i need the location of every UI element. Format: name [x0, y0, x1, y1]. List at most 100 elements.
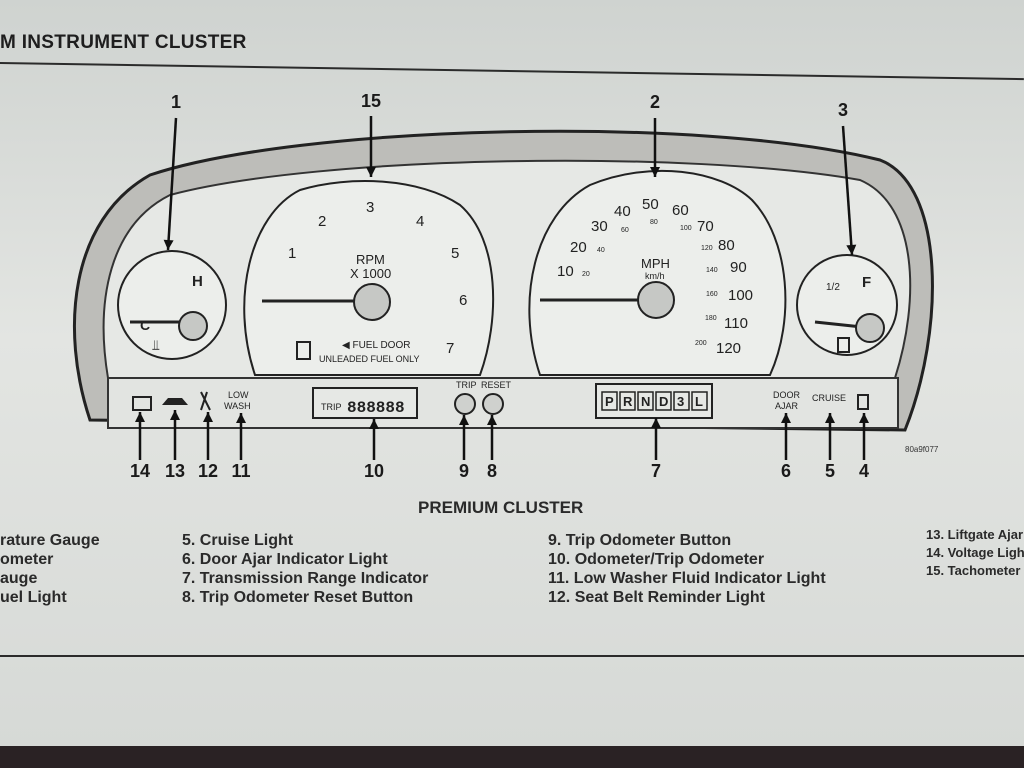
prndl-letter: D [659, 394, 668, 409]
legend-item: uel Light [0, 589, 67, 606]
legend-item: rature Gauge [0, 532, 100, 549]
callout-number: 15 [361, 91, 381, 111]
fuel-full-label: F [862, 274, 871, 291]
legend-item: ometer [0, 551, 54, 568]
legend-column-4: 13. Liftgate Ajar 14. Voltage Light 15. … [926, 526, 1024, 580]
callout-arrowhead [846, 244, 857, 255]
callout-line [841, 125, 854, 256]
callout-number: 7 [651, 461, 661, 481]
seatbelt-icon [200, 391, 211, 411]
callout-number: 10 [364, 461, 384, 481]
temp-hub [178, 311, 208, 341]
prndl-cell [601, 391, 618, 411]
mph-tick-label: 30 [591, 218, 608, 235]
callout-arrowhead [369, 419, 379, 429]
mph-tick-label: 90 [730, 259, 747, 276]
callout-arrowhead [487, 415, 497, 425]
mph-tick-label: 50 [642, 196, 659, 213]
tach-tick-label: 7 [446, 340, 454, 357]
callout-arrowhead [825, 413, 835, 423]
prndl-letter: L [695, 394, 703, 409]
reset-button [482, 393, 504, 415]
callout-number: 12 [198, 461, 218, 481]
door-ajar-line1: DOOR [773, 390, 801, 400]
liftgate-icon [162, 398, 188, 405]
kmh-tick-label: 180 [705, 315, 717, 322]
low-fuel-icon [857, 394, 869, 410]
tach-tick-label: 4 [416, 213, 424, 230]
kmh-tick-label: 200 [695, 340, 707, 347]
tach-hub [353, 283, 391, 321]
legend-item: 11. Low Washer Fluid Indicator Light [548, 570, 826, 587]
legend-column-3: 9. Trip Odometer Button 10. Odometer/Tri… [548, 531, 826, 607]
prndl-cell [619, 391, 636, 411]
callout-arrowhead [170, 410, 180, 420]
fuel-pump-icon [296, 341, 311, 360]
mph-tick-label: 60 [672, 202, 689, 219]
callout-arrowhead [203, 412, 213, 422]
temp-cold-label: C [140, 317, 150, 333]
callout-arrowhead [163, 239, 174, 250]
kmh-tick-label: 140 [706, 267, 718, 274]
odometer-digits: 888888 [347, 399, 405, 417]
legend-item: 12. Seat Belt Reminder Light [548, 589, 765, 606]
fuel-door-label: ◀ FUEL DOOR [342, 340, 410, 351]
callout-number: 4 [859, 461, 869, 481]
legend-item: 7. Transmission Range Indicator [182, 570, 429, 587]
mph-tick-label: 110 [724, 315, 748, 332]
prndl-cell [655, 391, 672, 411]
prndl-display [595, 383, 713, 419]
coolant-icon: ⫫ [152, 337, 160, 353]
mph-tick-label: 40 [614, 203, 631, 220]
battery-icon [132, 396, 152, 411]
cluster-inner-panel [102, 159, 912, 379]
callout-number: 1 [171, 92, 181, 112]
callout-number: 2 [650, 92, 660, 112]
low-wash-line2: WASH [224, 401, 251, 411]
callout-arrowhead [781, 413, 791, 423]
speed-mph-label: MPH [641, 256, 670, 271]
trip-button-label: TRIP [456, 380, 477, 390]
mph-tick-label: 20 [570, 239, 587, 256]
legend-item: 14. Voltage Light [926, 545, 1024, 560]
reset-button-label: RESET [481, 380, 512, 390]
prndl-cell [691, 391, 708, 411]
callout-number: 11 [231, 461, 250, 481]
kmh-tick-label: 100 [680, 225, 692, 232]
mph-tick-label: 120 [716, 340, 741, 357]
legend-item: 9. Trip Odometer Button [548, 532, 732, 549]
prndl-cell [637, 391, 654, 411]
callout-number: 9 [459, 461, 469, 481]
fuel-hub [855, 313, 885, 343]
legend-item: 8. Trip Odometer Reset Button [182, 589, 414, 606]
callout-arrowhead [650, 167, 660, 177]
table-edge [0, 746, 1024, 768]
fuel-note-label: UNLEADED FUEL ONLY [319, 354, 420, 364]
mph-tick-label: 10 [557, 263, 574, 280]
tach-rpm-label: RPM [356, 252, 385, 267]
footer-rule [0, 655, 1024, 657]
prndl-letter: 3 [677, 394, 684, 409]
temperature-gauge: H C ⫫ [117, 250, 227, 360]
kmh-tick-label: 40 [597, 247, 605, 254]
legend-item: 10. Odometer/Trip Odometer [548, 551, 765, 568]
mph-tick-label: 80 [718, 237, 735, 254]
mph-tick-label: 70 [697, 218, 714, 235]
callout-number: 6 [781, 461, 791, 481]
legend-column-1: rature Gauge ometer auge uel Light [0, 531, 100, 607]
callout-number: 13 [165, 461, 185, 481]
callout-number: 5 [825, 461, 835, 481]
callout-arrowhead [459, 415, 469, 425]
legend-item: 5. Cruise Light [182, 532, 294, 549]
door-ajar-line2: AJAR [775, 401, 799, 411]
cluster-caption: PREMIUM CLUSTER [418, 498, 584, 517]
kmh-tick-label: 160 [706, 291, 718, 298]
temp-hot-label: H [192, 273, 203, 290]
tach-tick-label: 3 [366, 199, 374, 216]
